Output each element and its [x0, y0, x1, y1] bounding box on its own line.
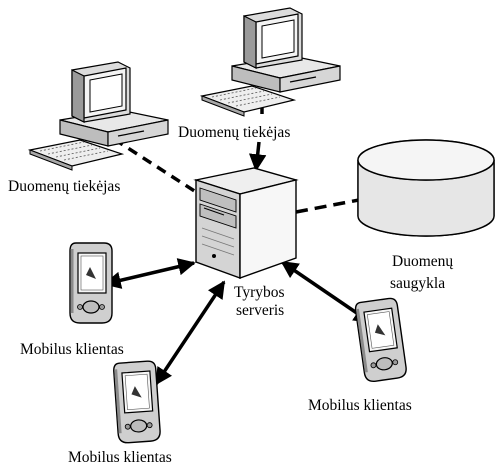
labels: Duomenų tiekėjas Duomenų tiekėjas Tyrybo…	[8, 124, 453, 466]
label-storage-line2: saugykla	[390, 275, 445, 292]
desktop-computer-icon	[29, 61, 169, 171]
database-cylinder-icon	[357, 139, 495, 237]
pda-device-icon	[68, 241, 114, 325]
label-server-line2: serveris	[236, 302, 284, 319]
label-storage-line1: Duomenų	[392, 253, 453, 270]
label-mobile-bottom: Mobilus klientas	[68, 449, 172, 466]
label-server-line1: Tyrybos	[234, 284, 285, 301]
link-server-mobile-bottom	[154, 280, 226, 386]
link-provider-top-server-arrow	[248, 141, 267, 172]
pda-device-icon	[111, 359, 163, 445]
pda-device-icon	[353, 295, 409, 385]
label-mobile-right: Mobilus klientas	[308, 397, 412, 414]
desktop-computer-icon	[201, 7, 341, 117]
server-tower-icon	[193, 167, 299, 279]
label-mobile-left: Mobilus klientas	[20, 341, 124, 358]
link-server-mobile-left	[103, 258, 196, 289]
label-provider-left: Duomenų tiekėjas	[8, 178, 120, 195]
label-provider-top: Duomenų tiekėjas	[178, 124, 290, 141]
